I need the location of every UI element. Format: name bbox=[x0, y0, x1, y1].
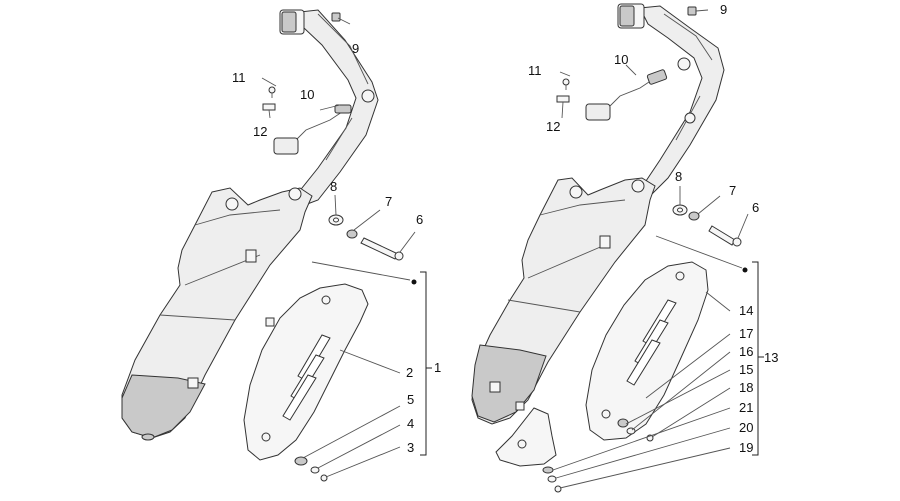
callout-right-6: 6 bbox=[752, 200, 759, 215]
left-screw-3 bbox=[320, 474, 328, 482]
callout-left-4: 4 bbox=[407, 416, 414, 431]
left-nut-9 bbox=[331, 12, 341, 22]
callout-right-9: 9 bbox=[720, 2, 727, 17]
callout-right-16: 16 bbox=[739, 344, 753, 359]
right-assembly-bracket bbox=[752, 261, 764, 456]
callout-right-12: 12 bbox=[546, 119, 560, 134]
left-clip-12 bbox=[262, 103, 276, 111]
right-washer-8 bbox=[672, 204, 688, 216]
right-screw-19 bbox=[554, 485, 562, 493]
callout-right-21: 21 bbox=[739, 400, 753, 415]
left-washer-7 bbox=[346, 229, 358, 239]
callout-right-17: 17 bbox=[739, 326, 753, 341]
right-nut-9 bbox=[687, 6, 697, 16]
callout-left-11: 11 bbox=[232, 70, 246, 85]
right-callouts: 9 11 10 12 8 7 6 14 17 16 15 18 21 20 19… bbox=[528, 2, 778, 455]
right-assembly-marker bbox=[742, 267, 748, 273]
right-washer-20 bbox=[547, 475, 557, 483]
callout-right-20: 20 bbox=[739, 420, 753, 435]
right-muffler bbox=[471, 177, 656, 425]
callout-right-14: 14 bbox=[739, 303, 753, 318]
right-washer-21 bbox=[542, 466, 554, 474]
callout-right-15: 15 bbox=[739, 362, 753, 377]
left-muffler bbox=[121, 187, 313, 441]
right-lower-cover bbox=[495, 407, 557, 467]
left-heat-shield bbox=[243, 283, 369, 461]
left-assembly-bracket bbox=[420, 271, 432, 456]
left-callouts: 9 11 10 12 8 7 6 2 5 4 3 1 bbox=[232, 41, 441, 455]
callout-left-8: 8 bbox=[330, 179, 337, 194]
left-bolt-6 bbox=[360, 237, 404, 261]
left-assembly-marker bbox=[411, 279, 417, 285]
callout-left-6: 6 bbox=[416, 212, 423, 227]
callout-left-3: 3 bbox=[407, 440, 414, 455]
callout-right-18: 18 bbox=[739, 380, 753, 395]
left-washer-8 bbox=[328, 214, 344, 226]
left-oxygen-sensor bbox=[273, 104, 352, 155]
right-oxygen-sensor bbox=[585, 69, 668, 121]
callout-left-10: 10 bbox=[300, 87, 314, 102]
right-heat-shield bbox=[585, 261, 709, 441]
right-washer-7 bbox=[688, 211, 700, 221]
callout-right-11: 11 bbox=[528, 63, 542, 78]
left-washer-4 bbox=[310, 466, 320, 474]
right-clip-12 bbox=[556, 95, 570, 103]
left-washer-5 bbox=[294, 456, 308, 466]
callout-left-5: 5 bbox=[407, 392, 414, 407]
assembly-label-right: 13 bbox=[764, 350, 778, 365]
assembly-label-left: 1 bbox=[434, 360, 441, 375]
callout-right-8: 8 bbox=[675, 169, 682, 184]
right-screw-11 bbox=[562, 78, 570, 90]
callout-right-19: 19 bbox=[739, 440, 753, 455]
right-exhaust-pipe bbox=[617, 3, 725, 197]
right-assembly bbox=[471, 3, 764, 493]
callout-left-9: 9 bbox=[352, 41, 359, 56]
left-assembly bbox=[121, 9, 432, 482]
left-screw-11 bbox=[268, 86, 276, 98]
callout-right-10: 10 bbox=[614, 52, 628, 67]
callout-left-12: 12 bbox=[253, 124, 267, 139]
callout-left-7: 7 bbox=[385, 194, 392, 209]
callout-right-7: 7 bbox=[729, 183, 736, 198]
callout-left-2: 2 bbox=[406, 365, 413, 380]
right-washer-15 bbox=[617, 418, 629, 428]
right-bolt-6 bbox=[708, 225, 742, 247]
